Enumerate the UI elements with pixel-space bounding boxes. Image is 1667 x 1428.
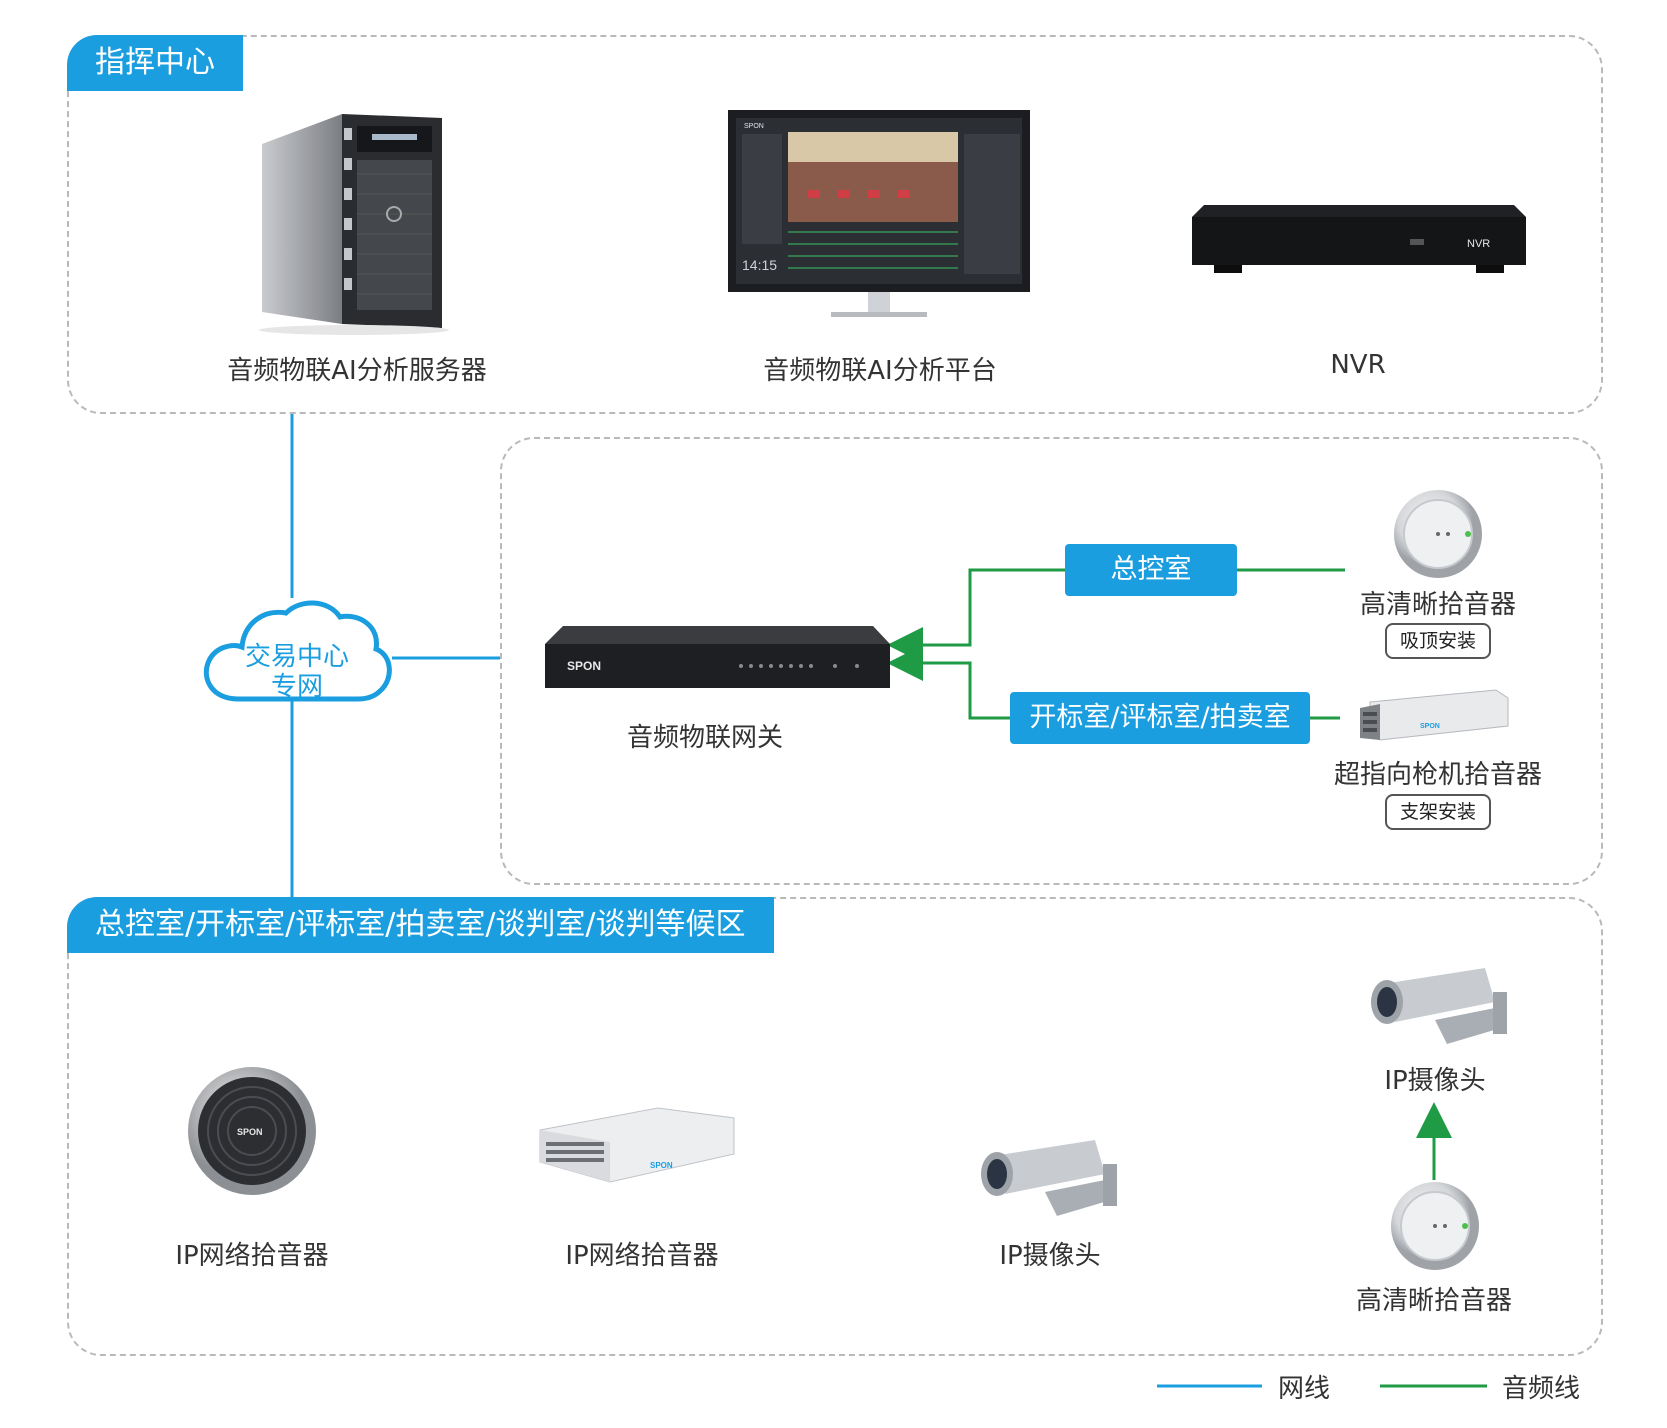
nvr-label: NVR (1330, 350, 1386, 380)
cloud-line1: 交易中心 (244, 642, 349, 672)
bullet-camera-icon (981, 1140, 1117, 1216)
cloud-line2: 专网 (270, 672, 323, 702)
room-device-3-label: IP摄像头 (999, 1241, 1101, 1271)
room-device-1-label: IP网络拾音器 (175, 1241, 329, 1271)
gateway-label: 音频物联网关 (626, 723, 783, 753)
gateway-panel (500, 437, 1603, 885)
room-device-5-label: 高清晰拾音器 (1355, 1286, 1512, 1316)
platform-label: 音频物联AI分析平台 (763, 356, 997, 386)
bullet-pickup-icon: SPON (1360, 689, 1509, 741)
monitor-icon: SPON 14:15 (728, 110, 1030, 317)
rooms-panel (67, 897, 1603, 1356)
nvr-icon: NVR (1192, 205, 1526, 273)
room-bottom-chip: 开标室/评标室/拍卖室 (1010, 692, 1310, 744)
nvr-face-text: NVR (1467, 238, 1490, 250)
round-pickup-brand: SPON (237, 1127, 263, 1137)
ceiling-pickup-icon (1391, 1182, 1479, 1270)
gateway-brand: SPON (567, 659, 601, 673)
mic-top-mount-badge: 吸顶安装 (1385, 623, 1491, 659)
room-device-2-label: IP网络拾音器 (565, 1241, 719, 1271)
mic-top-label: 高清晰拾音器 (1359, 590, 1516, 620)
box-pickup-icon: SPON (539, 1107, 735, 1183)
mic-bottom-mount-badge: 支架安装 (1385, 794, 1491, 830)
legend-audio-label: 音频线 (1502, 1374, 1581, 1404)
rooms-panel-title: 总控室/开标室/评标室/拍卖室/谈判室/谈判等候区 (67, 897, 774, 953)
command-center-title: 指挥中心 (67, 35, 243, 91)
monitor-time: 14:15 (742, 257, 777, 273)
ceiling-pickup-icon (1394, 490, 1482, 578)
bullet-camera-icon (1371, 968, 1507, 1044)
mic-bottom-label: 超指向枪机拾音器 (1333, 760, 1542, 790)
legend-network-label: 网线 (1278, 1374, 1331, 1404)
audio-line-bottom-in (887, 645, 1010, 720)
cloud-icon (203, 600, 392, 702)
command-center-panel (67, 35, 1603, 414)
audio-line-top-in (887, 568, 1065, 663)
server-label: 音频物联AI分析服务器 (227, 356, 487, 386)
monitor-brand: SPON (744, 123, 764, 130)
tower-server-icon (259, 114, 449, 335)
gateway-icon: SPON (545, 626, 890, 688)
box-pickup-brand: SPON (650, 1161, 673, 1170)
room-device-4-label: IP摄像头 (1384, 1066, 1486, 1096)
room-top-chip: 总控室 (1065, 544, 1237, 596)
round-speaker-pickup-icon: SPON (188, 1067, 316, 1195)
bullet-pickup-brand: SPON (1420, 723, 1440, 730)
